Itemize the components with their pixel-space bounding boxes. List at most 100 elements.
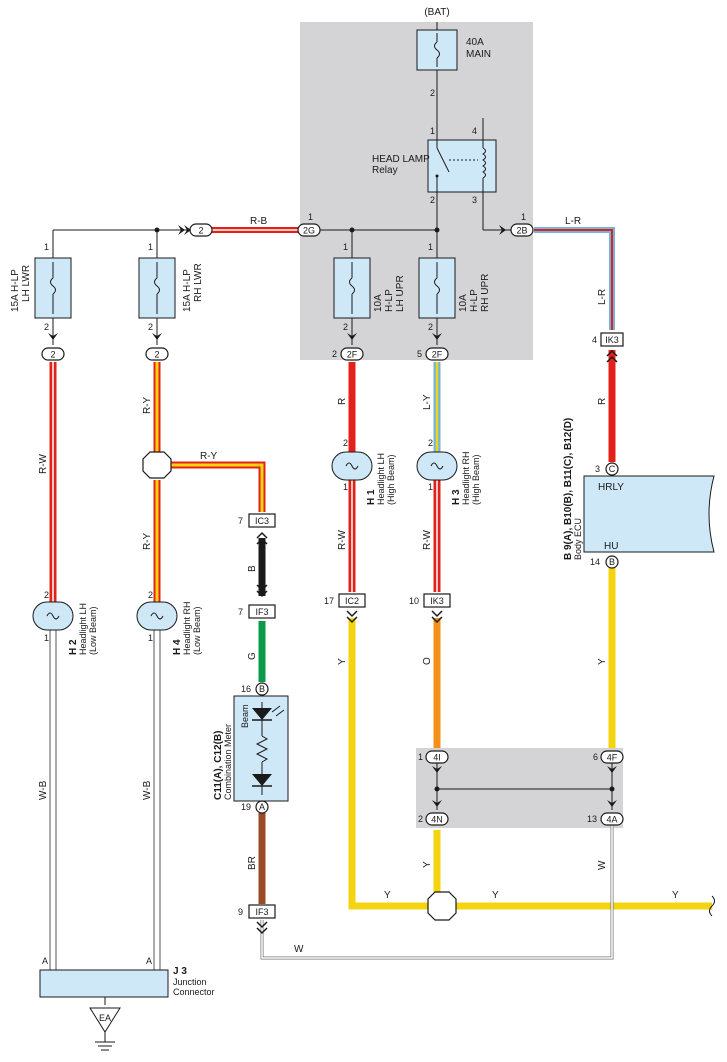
fuse-main-rating: 40A <box>466 37 484 48</box>
pin: 17 <box>324 596 334 606</box>
wire-label-w: W <box>294 944 304 955</box>
connector-ic3: IC3 <box>255 516 269 526</box>
wire-label-rw: R-W <box>337 529 348 550</box>
pin: 2 <box>332 349 337 359</box>
wire-label-rw: R-W <box>422 529 433 550</box>
connector-2: 2 <box>198 226 203 236</box>
fuse-10a-rh-upr <box>418 257 456 319</box>
bulb-h1 <box>331 451 373 481</box>
h3-beam: (High Beam) <box>471 454 481 505</box>
pin-c: C <box>609 464 616 474</box>
wire-label-r: R <box>597 398 608 405</box>
combination-meter <box>233 695 289 802</box>
h4-beam: (Low Beam) <box>192 606 202 655</box>
wire-label-g: G <box>247 652 258 660</box>
pin: 19 <box>241 802 251 812</box>
bulb-h4 <box>136 601 178 631</box>
pin: 2 <box>148 590 153 600</box>
wire-label-rb: R-B <box>250 216 268 227</box>
h2-beam: (Low Beam) <box>88 606 98 655</box>
pin: 1 <box>148 242 153 252</box>
meter-name: Combination Meter <box>223 724 233 800</box>
fuse-15a-lh-lwr <box>34 257 72 319</box>
meter-beam: Beam <box>240 704 250 728</box>
fuse-15a-rh-lwr <box>138 257 176 319</box>
pin: 13 <box>587 814 597 824</box>
pin: A <box>42 956 48 966</box>
connector-2f: 2F <box>347 350 358 360</box>
connector-4i: 4I <box>433 753 441 763</box>
connector-4f: 4F <box>607 753 618 763</box>
pin: A <box>146 956 152 966</box>
wire-label-y: Y <box>597 658 608 665</box>
connector-2f: 2F <box>432 350 443 360</box>
connector-4a: 4A <box>606 815 617 825</box>
pin: 1 <box>521 212 526 222</box>
pin: 1 <box>343 242 348 252</box>
bulb-h3 <box>416 451 458 481</box>
pin: 1 <box>44 242 49 252</box>
rect-connectors <box>248 332 624 919</box>
pin: 2 <box>44 322 49 332</box>
j3-id: J 3 <box>173 966 187 977</box>
wire-w-b <box>49 628 161 970</box>
connector-if3: IF3 <box>255 607 268 617</box>
connector-ic2: IC2 <box>345 596 359 606</box>
wire-label-ry: R-Y <box>200 451 218 462</box>
pin: 4 <box>592 335 597 345</box>
wire-label-ly: L-Y <box>422 394 433 410</box>
wire-label-b: B <box>247 565 258 572</box>
pin: 7 <box>238 607 243 617</box>
pin: 2 <box>148 322 153 332</box>
wire-label-rw: R-W <box>38 453 49 474</box>
pin: 10 <box>409 596 419 606</box>
pin: 1 <box>428 242 433 252</box>
pin: 2 <box>430 88 435 98</box>
pin: 1 <box>428 482 433 492</box>
fuse-lh-upr-label: 10A <box>373 294 384 312</box>
junction-block-panel <box>416 748 623 828</box>
wire-label-wb: W-B <box>142 780 153 800</box>
pin: 1 <box>418 752 423 762</box>
pin: 2 <box>418 814 423 824</box>
relay-name-1: HEAD LAMP <box>372 154 430 165</box>
wire-label-ry: R-Y <box>142 396 153 414</box>
pin: 1 <box>148 633 153 643</box>
pin: 1 <box>343 482 348 492</box>
wire-label-br: BR <box>247 856 258 870</box>
wire-label-y: Y <box>672 890 679 901</box>
h1-name: Headlight LH <box>376 453 386 505</box>
fuse-lh-upr-label: LH UPR <box>395 275 406 312</box>
fuse-rh-upr-label: RH UPR <box>480 274 491 312</box>
headlight-bulbs <box>32 451 458 631</box>
pin: 2 <box>428 438 433 448</box>
fuse-lh-lwr-label: LH LWR <box>21 265 32 302</box>
wire-label-o: O <box>422 657 433 665</box>
wire-label-lr: L-R <box>597 289 608 305</box>
h4-name: Headlight RH <box>182 601 192 655</box>
connector-ovals <box>41 223 624 826</box>
wires <box>49 22 712 1005</box>
wire-label-y: Y <box>384 890 391 901</box>
pin: 2 <box>428 322 433 332</box>
pin: 4 <box>472 126 477 136</box>
pin: 2 <box>343 322 348 332</box>
ecu-id: B 9(A), B10(B), B11(C), B12(D) <box>563 418 574 560</box>
pin: 14 <box>590 557 600 567</box>
bulb-h2 <box>32 601 74 631</box>
pin: 9 <box>238 907 243 917</box>
connector-ik3: IK3 <box>605 335 619 345</box>
body-ecu <box>583 475 715 553</box>
pin: 1 <box>430 126 435 136</box>
connector-2g: 2G <box>303 226 315 236</box>
connector-ik3: IK3 <box>430 596 444 606</box>
connector-arrows <box>48 225 617 807</box>
pin: 3 <box>595 464 600 474</box>
pin: 2 <box>44 590 49 600</box>
junction-connector-j3 <box>39 969 169 998</box>
h3-id: H 3 <box>451 489 462 505</box>
pin: 16 <box>241 684 251 694</box>
wire-label-r: R <box>337 398 348 405</box>
splice-octagons <box>142 451 457 921</box>
ecu-name: Body ECU <box>573 518 583 560</box>
